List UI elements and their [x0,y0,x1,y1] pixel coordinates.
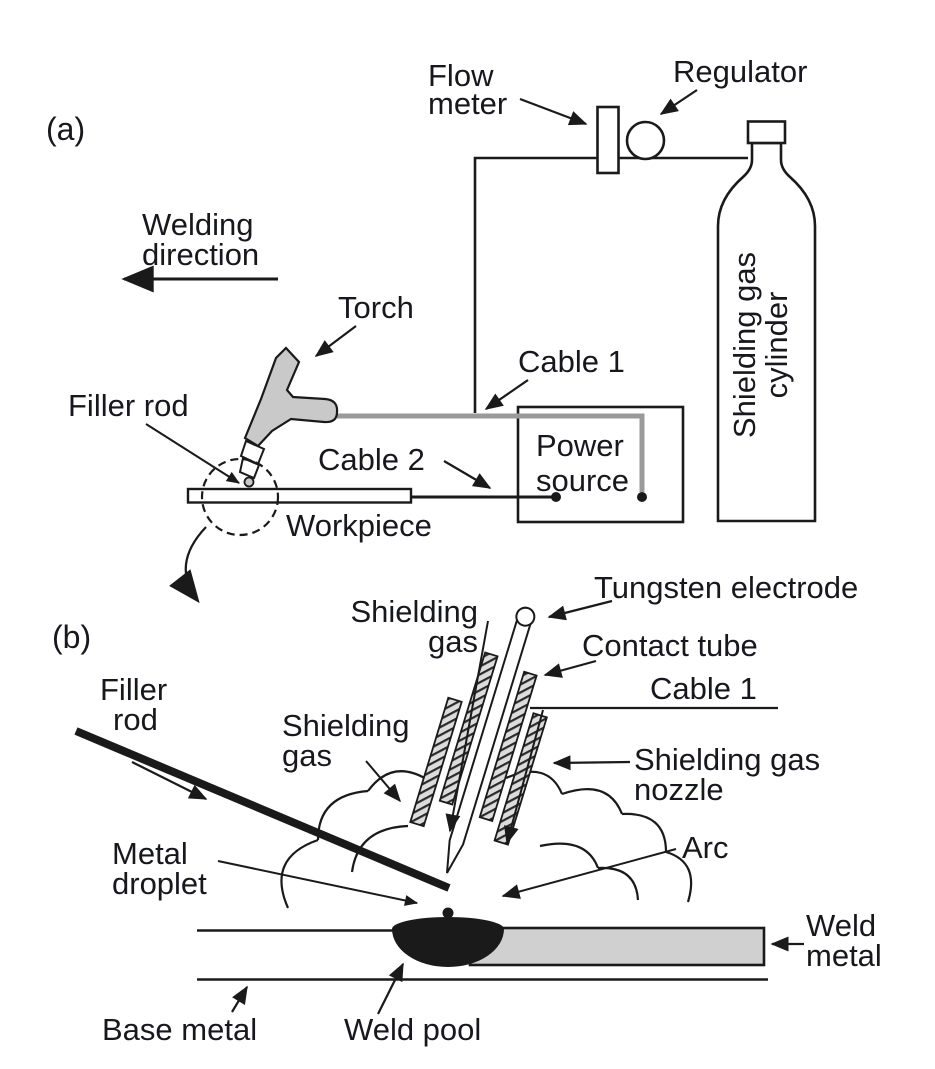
cloud-arc [280,838,319,909]
cable-1-leader [484,379,529,410]
gas-cylinder-cap [746,120,787,145]
gas-flow-arrow-left [365,760,401,803]
workpiece-label: Workpiece [286,508,432,543]
workpiece-bar [186,487,413,504]
flow-meter-label-line2: meter [428,86,507,121]
gas-cylinder-body [716,141,817,523]
flow-meter-leader [519,97,588,126]
panel-a: (a) Welding direction Flow meter Regulat… [46,54,817,604]
detail-circle [200,457,280,537]
cloud-arc [505,770,564,795]
cable-1-terminal [637,492,647,502]
contact-tube-label: Contact tube [582,628,758,663]
flow-meter-label-line1: Flow [428,58,494,93]
gas-flow-arrow-right [504,709,544,845]
weld-pool-label: Weld pool [344,1012,481,1047]
filler-rod-b [74,727,451,892]
metal-droplet-label-line2: droplet [112,866,207,901]
regulator-label: Regulator [673,54,807,89]
tungsten-electrode-top [515,606,536,627]
shielding-gas-upper-label-line1: Shielding [350,594,478,629]
cable-2-leader [443,460,492,489]
torch-body [243,346,339,448]
torch-label: Torch [338,290,414,325]
cloud-arc [561,788,624,815]
filler-rod-label-a: Filler rod [68,388,189,423]
regulator [625,120,666,161]
metal-droplet-leader [217,860,419,906]
panel-b: (b) [52,570,882,1047]
gas-cylinder-label: Shielding gas cylinder [727,252,794,438]
torch-collet-band2 [238,456,261,480]
cloud-arc [350,824,409,873]
cloud-arc [367,770,429,792]
filler-rod-b-label-line2: rod [113,702,158,737]
torch-electrode-tip [243,476,255,488]
weld-metal-label-line1: Weld [806,908,876,943]
filler-rod-b-label-line1: Filler [100,672,167,707]
arc-label: Arc [682,830,729,865]
cable-1-label: Cable 1 [518,344,625,379]
gas-cylinder-label-line2: cylinder [759,292,794,399]
cloud-arc [539,842,600,869]
cable-2-terminal [551,492,561,502]
cloud-arc [665,850,693,903]
cable-2-label: Cable 2 [318,442,425,477]
panel-b-tag: (b) [52,619,91,655]
arc-leader [501,848,677,899]
weld-pool-leader [377,962,404,1015]
regulator-leader [659,89,698,115]
torch-leader [314,325,357,357]
weld-pool-shape [392,917,504,967]
cable-1-line [332,413,645,492]
weld-metal-band [468,926,766,967]
weld-metal-label-line2: metal [806,938,882,973]
filler-rod-leader-a [145,423,240,484]
filler-rod-motion-arrow [131,761,208,800]
panel-a-tag: (a) [46,111,85,147]
contact-tube-right-wall [478,670,538,823]
tungsten-electrode-label: Tungsten electrode [594,570,858,605]
detail-curved-arrow [169,526,207,604]
gas-cylinder-label-line1: Shielding gas [727,252,762,438]
power-source-label-line1: Power [536,428,624,463]
base-metal-leader [231,985,248,1013]
gas-nozzle-leader [552,755,631,771]
contact-tube-leader [543,659,597,678]
gas-flow-arrow-center [445,620,489,833]
power-source-label-line2: source [536,463,629,498]
shielding-gas-upper-label-line2: gas [428,624,478,659]
gas-nozzle-label-line1: Shielding gas [634,742,820,777]
cable-1-label-b: Cable 1 [650,671,757,706]
shielding-gas-left-label-line2: gas [282,738,332,773]
welding-direction-label-line2: direction [142,237,259,272]
gas-hose [473,156,748,413]
gas-nozzle-left-wall [409,696,463,828]
power-source-box [516,405,685,524]
flow-meter [596,105,620,175]
cloud-arc [621,812,668,853]
metal-droplet-label-line1: Metal [112,836,188,871]
shielding-gas-left-label-line1: Shielding [282,708,410,743]
metal-droplet-dot [442,907,454,919]
gas-nozzle-label-line2: nozzle [634,772,724,807]
base-metal-label: Base metal [102,1012,257,1047]
welding-direction-label-line1: Welding [142,207,253,242]
tungsten-electrode-leader [547,599,613,621]
cloud-arc [597,866,640,901]
